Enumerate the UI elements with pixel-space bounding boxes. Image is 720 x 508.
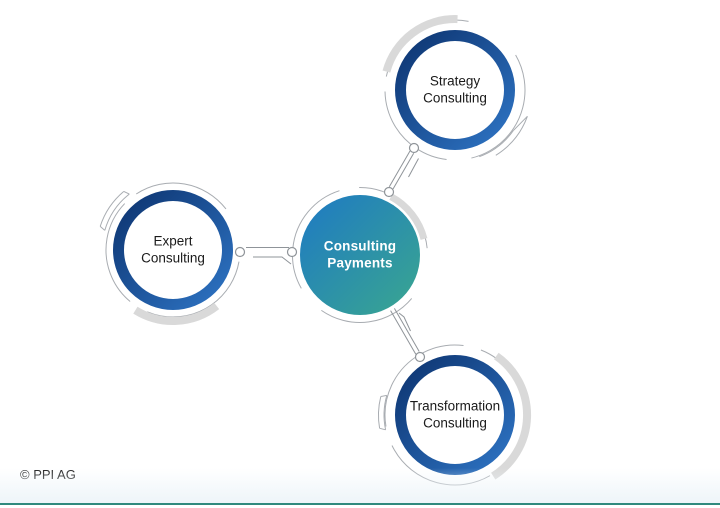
footer-accent-bar bbox=[0, 503, 720, 505]
connector-expert-center bbox=[234, 246, 298, 265]
connector-transformation-center bbox=[390, 308, 426, 363]
connector-joint bbox=[234, 246, 246, 258]
node-label-line: Consulting bbox=[141, 251, 205, 266]
center-node-label-line2: Payments bbox=[327, 256, 393, 271]
node-label-line: Strategy bbox=[429, 73, 481, 89]
center-node-circle bbox=[300, 195, 420, 315]
expert-node-decor bbox=[99, 182, 241, 325]
node-label-line: Consulting bbox=[423, 416, 487, 431]
center-node-label-line1: Consulting bbox=[323, 238, 397, 254]
footer-fade bbox=[0, 468, 720, 503]
node-label-strategy-consulting: Strategy Consulting bbox=[423, 73, 487, 108]
node-label-expert-consulting: Expert Consulting bbox=[141, 233, 205, 268]
connector-joint bbox=[383, 186, 395, 198]
node-strategy-consulting-ring bbox=[395, 30, 515, 150]
center-node-label: Consulting Payments bbox=[324, 238, 397, 273]
node-label-transformation-consulting: Transformation Consulting bbox=[410, 398, 500, 433]
node-label-line: Expert bbox=[153, 233, 193, 249]
node-expert-consulting-ring bbox=[113, 190, 233, 310]
connector-joint bbox=[408, 142, 420, 154]
center-thick-arc bbox=[389, 193, 428, 240]
node-label-line: Transformation bbox=[409, 398, 501, 414]
connector-joint bbox=[414, 351, 426, 363]
node-label-line: Consulting bbox=[423, 91, 487, 106]
connector-joint bbox=[286, 246, 298, 258]
connector-strategy-center bbox=[383, 142, 420, 198]
